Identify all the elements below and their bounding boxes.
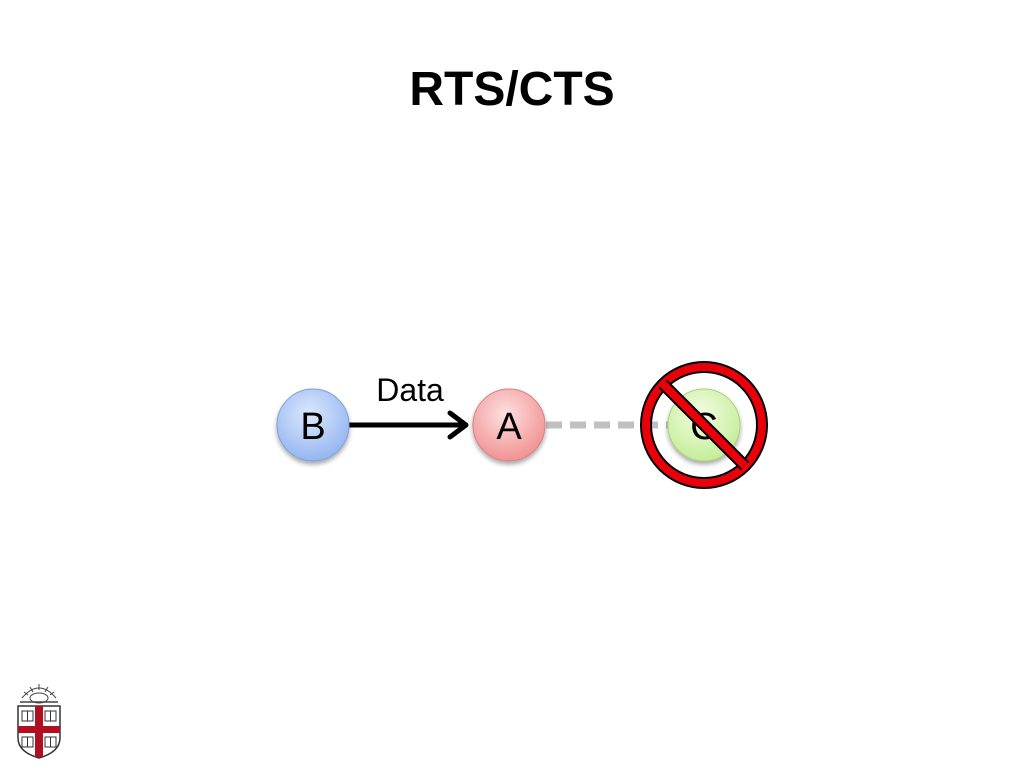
node-a-label: A bbox=[496, 406, 522, 448]
node-b: B bbox=[276, 388, 350, 462]
edge-b-a-arrow bbox=[347, 410, 469, 440]
edge-label-data: Data bbox=[376, 372, 444, 408]
university-crest-icon bbox=[17, 684, 61, 759]
node-a: A bbox=[472, 388, 546, 462]
prohibited-icon bbox=[640, 361, 768, 489]
node-b-label: B bbox=[300, 406, 325, 448]
slide-title: RTS/CTS bbox=[409, 63, 615, 116]
